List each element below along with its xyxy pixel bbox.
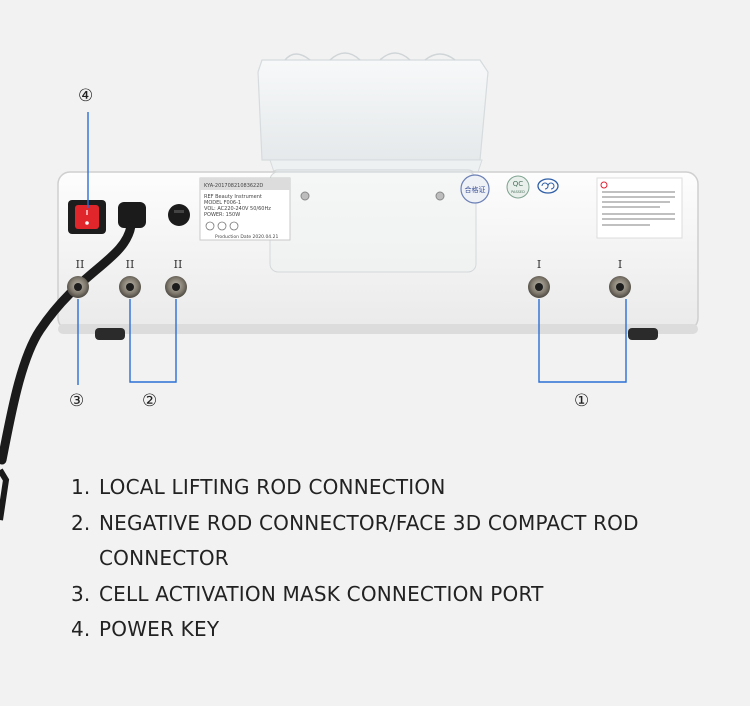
svg-text:REF Beauty Instrument: REF Beauty Instrument: [204, 194, 262, 200]
svg-text:II: II: [76, 258, 85, 271]
callout-2: ②: [142, 391, 158, 411]
list-item: 4. POWER KEY: [71, 612, 711, 648]
callout-3: ③: [69, 391, 85, 411]
callout-1: ①: [574, 391, 590, 411]
certification-badges: 合格证 QC PASSED: [460, 174, 559, 204]
svg-text:POWER: 150W: POWER: 150W: [204, 212, 240, 218]
port-negative-a: II: [119, 258, 141, 298]
callout-4: ④: [78, 86, 94, 106]
svg-text:PASSED: PASSED: [511, 190, 525, 194]
svg-text:KYA-20170821083622D: KYA-20170821083622D: [204, 183, 263, 189]
svg-text:VOL: AC220-240V 50/60Hz: VOL: AC220-240V 50/60Hz: [204, 206, 271, 212]
list-item: 1. LOCAL LIFTING ROD CONNECTION: [71, 470, 711, 506]
list-item-number: 3.: [71, 581, 91, 606]
rating-sticker: KYA-20170821083622D REF Beauty Instrumen…: [199, 177, 291, 241]
list-item-number: 1.: [71, 475, 91, 499]
list-item-number: 4.: [71, 617, 91, 641]
port-far-left: II: [67, 258, 89, 298]
list-item-text: POWER KEY: [99, 617, 220, 641]
list-item: 3. CELL ACTIVATION MASK CONNECTION PORT: [71, 577, 711, 613]
list-item-text: NEGATIVE ROD CONNECTOR/FACE 3D COMPACT R…: [99, 510, 639, 571]
port-lifting-b: I: [609, 258, 631, 298]
port-lifting-a: I: [528, 258, 550, 298]
svg-text:I: I: [618, 258, 622, 271]
svg-text:合格证: 合格证: [465, 185, 486, 194]
power-key: [68, 200, 106, 234]
list-item-number: 2.: [71, 510, 91, 535]
list-item-text: CELL ACTIVATION MASK CONNECTION PORT: [99, 581, 544, 606]
svg-text:MODEL F006-1: MODEL F006-1: [204, 200, 241, 206]
callout-lines: [77, 112, 627, 385]
fuse-holder: [168, 204, 190, 226]
warning-label: [596, 177, 683, 239]
list-item: 2. NEGATIVE ROD CONNECTOR/FACE 3D COMPAC…: [71, 506, 711, 577]
svg-text:Production Date 2020.04.21: Production Date 2020.04.21: [215, 234, 278, 240]
feature-list: 1. LOCAL LIFTING ROD CONNECTION 2. NEGAT…: [71, 470, 711, 648]
svg-text:I: I: [537, 258, 541, 271]
list-item-text: LOCAL LIFTING ROD CONNECTION: [99, 475, 446, 499]
svg-text:II: II: [174, 258, 183, 271]
svg-text:QC: QC: [513, 180, 524, 188]
svg-text:II: II: [126, 258, 135, 271]
power-cord: [0, 202, 146, 521]
port-negative-b: II: [165, 258, 187, 298]
